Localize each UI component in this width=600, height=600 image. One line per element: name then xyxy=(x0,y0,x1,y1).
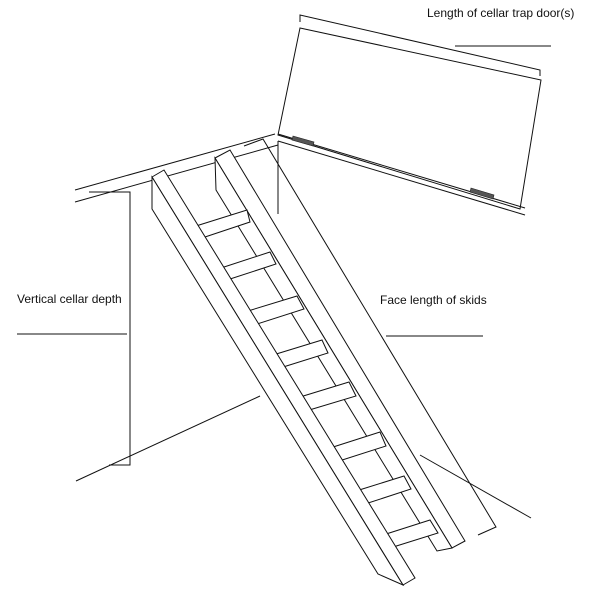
trap-door-panel xyxy=(277,27,542,210)
depth-dimension-bracket xyxy=(89,191,131,466)
right-skid xyxy=(214,149,466,552)
skid-dimension xyxy=(243,138,497,536)
tread-1 xyxy=(195,209,251,239)
trap-door-length-label: Length of cellar trap door(s) xyxy=(427,6,575,20)
trap-door-dimension xyxy=(299,14,551,76)
hinge-left xyxy=(291,135,315,147)
left-skid-side-face xyxy=(151,175,405,587)
left-skid xyxy=(151,169,416,587)
left-skid-top-face xyxy=(151,169,416,586)
skid-length-label: Face length of skids xyxy=(380,293,487,307)
vertical-depth-label: Vertical cellar depth xyxy=(17,292,122,306)
depth-dimension xyxy=(17,191,131,466)
floor-edge-left-upper xyxy=(74,133,276,191)
trap-door-dimension-line xyxy=(299,14,541,76)
floor-edge-right-lower xyxy=(277,140,526,216)
cellar-floor-left xyxy=(75,395,261,482)
cellar-floor-right xyxy=(419,454,532,519)
right-skid-side xyxy=(214,156,453,552)
trap-door xyxy=(277,27,542,210)
treads xyxy=(195,209,439,549)
hinge-right xyxy=(469,187,495,200)
skid-dimension-line xyxy=(243,138,497,536)
cellar-floor xyxy=(75,395,532,519)
